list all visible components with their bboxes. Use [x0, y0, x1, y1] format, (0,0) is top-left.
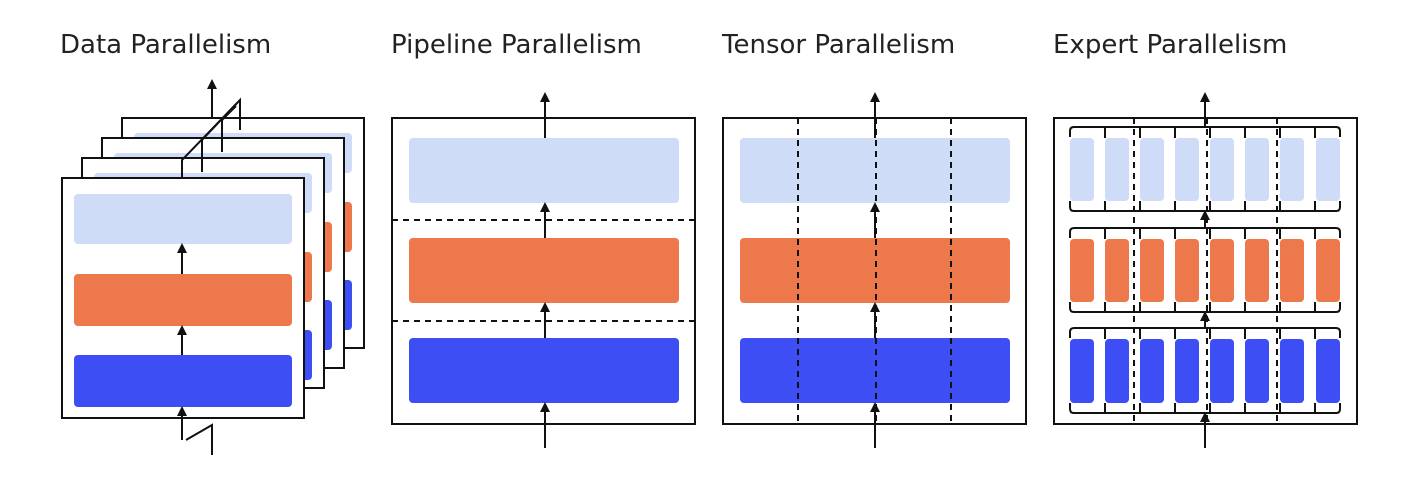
data-parallelism-diagram [61, 79, 365, 455]
title-pipeline-parallelism: Pipeline Parallelism [391, 30, 642, 60]
title-expert-parallelism: Expert Parallelism [1053, 30, 1288, 60]
replica-frame-1 [61, 177, 305, 440]
expert-row-2 [1070, 228, 1340, 312]
data-bottom-branch-lines [181, 423, 213, 455]
pipeline-parallelism-diagram [391, 92, 696, 448]
title-tensor-parallelism: Tensor Parallelism [722, 30, 956, 60]
expert-row-3 [1070, 328, 1340, 413]
expert-parallelism-diagram [1053, 92, 1358, 448]
title-data-parallelism: Data Parallelism [60, 30, 272, 60]
data-top-branch-lines [181, 79, 241, 192]
tensor-parallelism-diagram [722, 92, 1027, 448]
expert-row-1 [1070, 127, 1340, 211]
